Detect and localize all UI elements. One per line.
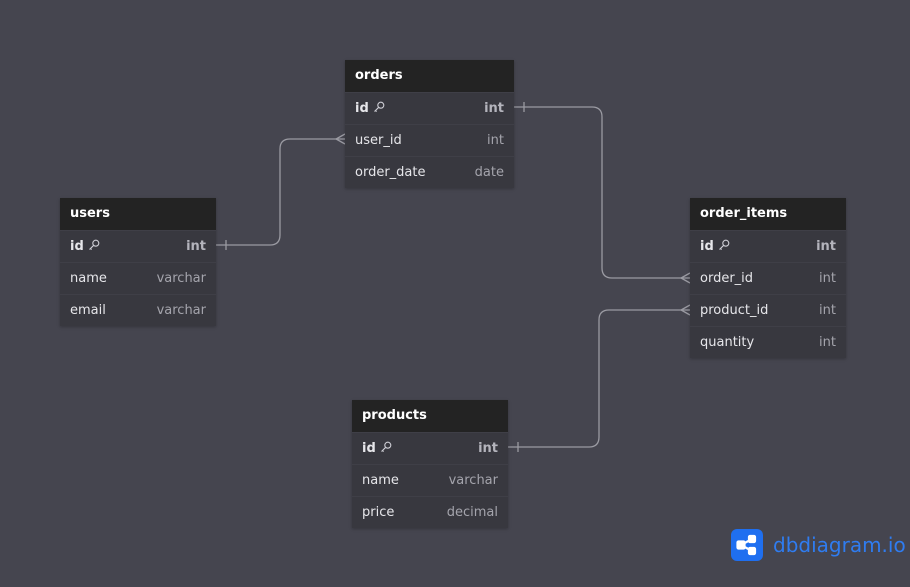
field-name: id: [700, 239, 714, 254]
field-row[interactable]: price decimal: [352, 496, 508, 528]
key-icon: [84, 239, 100, 254]
key-icon: [369, 101, 385, 116]
table-header[interactable]: order_items: [690, 198, 846, 230]
field-type: int: [819, 335, 836, 350]
link-orders-orderitems[interactable]: [514, 106, 690, 279]
field-row[interactable]: id int: [690, 230, 846, 262]
many-marker: [679, 304, 691, 316]
field-name-wrap: price: [362, 505, 394, 520]
table-header[interactable]: products: [352, 400, 508, 432]
field-name-wrap: name: [70, 271, 107, 286]
field-name-wrap: user_id: [355, 133, 402, 148]
field-name-wrap: name: [362, 473, 399, 488]
many-marker: [334, 133, 346, 145]
field-type: decimal: [446, 505, 498, 520]
field-name: quantity: [700, 335, 755, 350]
table-header[interactable]: users: [60, 198, 216, 230]
field-name: name: [362, 473, 399, 488]
share-icon: [731, 529, 763, 561]
field-type: date: [474, 165, 504, 180]
field-name: price: [362, 505, 395, 520]
field-type: varchar: [448, 473, 498, 488]
field-row[interactable]: product_id int: [690, 294, 846, 326]
field-type: varchar: [156, 303, 206, 318]
field-type: varchar: [156, 271, 206, 286]
many-marker: [679, 272, 691, 284]
field-type: int: [484, 101, 504, 116]
field-name-wrap: order_date: [355, 165, 425, 180]
table-header[interactable]: orders: [345, 60, 514, 92]
table-products[interactable]: products id int name varchar price decimal: [352, 400, 508, 528]
field-name-wrap: id: [362, 441, 392, 456]
field-row[interactable]: order_id int: [690, 262, 846, 294]
field-type: int: [487, 133, 504, 148]
field-name: id: [362, 441, 376, 456]
key-icon: [376, 441, 392, 456]
link-users-orders[interactable]: [216, 138, 345, 246]
field-name: email: [70, 303, 106, 318]
link-products-orderitems[interactable]: [508, 309, 690, 448]
field-row[interactable]: id int: [60, 230, 216, 262]
field-name: user_id: [355, 133, 402, 148]
field-name: name: [70, 271, 107, 286]
field-type: int: [819, 271, 836, 286]
field-name-wrap: product_id: [700, 303, 768, 318]
field-row[interactable]: quantity int: [690, 326, 846, 358]
field-name: order_date: [355, 165, 426, 180]
logo-text: dbdiagram.io: [773, 533, 906, 557]
field-type: int: [819, 303, 836, 318]
field-name-wrap: order_id: [700, 271, 753, 286]
field-type: int: [186, 239, 206, 254]
field-name-wrap: id: [70, 239, 100, 254]
field-name: product_id: [700, 303, 769, 318]
field-name-wrap: email: [70, 303, 106, 318]
field-row[interactable]: id int: [345, 92, 514, 124]
field-name-wrap: id: [355, 101, 385, 116]
dbdiagram-logo[interactable]: dbdiagram.io: [731, 529, 906, 561]
key-icon: [714, 239, 730, 254]
field-row[interactable]: name varchar: [60, 262, 216, 294]
field-name-wrap: quantity: [700, 335, 754, 350]
field-name: id: [355, 101, 369, 116]
field-row[interactable]: name varchar: [352, 464, 508, 496]
field-row[interactable]: id int: [352, 432, 508, 464]
table-users[interactable]: users id int name varchar email varchar: [60, 198, 216, 326]
field-name-wrap: id: [700, 239, 730, 254]
field-name: order_id: [700, 271, 754, 286]
field-name: id: [70, 239, 84, 254]
field-type: int: [478, 441, 498, 456]
table-orders[interactable]: orders id int user_id int order_date date: [345, 60, 514, 188]
field-type: int: [816, 239, 836, 254]
field-row[interactable]: order_date date: [345, 156, 514, 188]
field-row[interactable]: email varchar: [60, 294, 216, 326]
field-row[interactable]: user_id int: [345, 124, 514, 156]
